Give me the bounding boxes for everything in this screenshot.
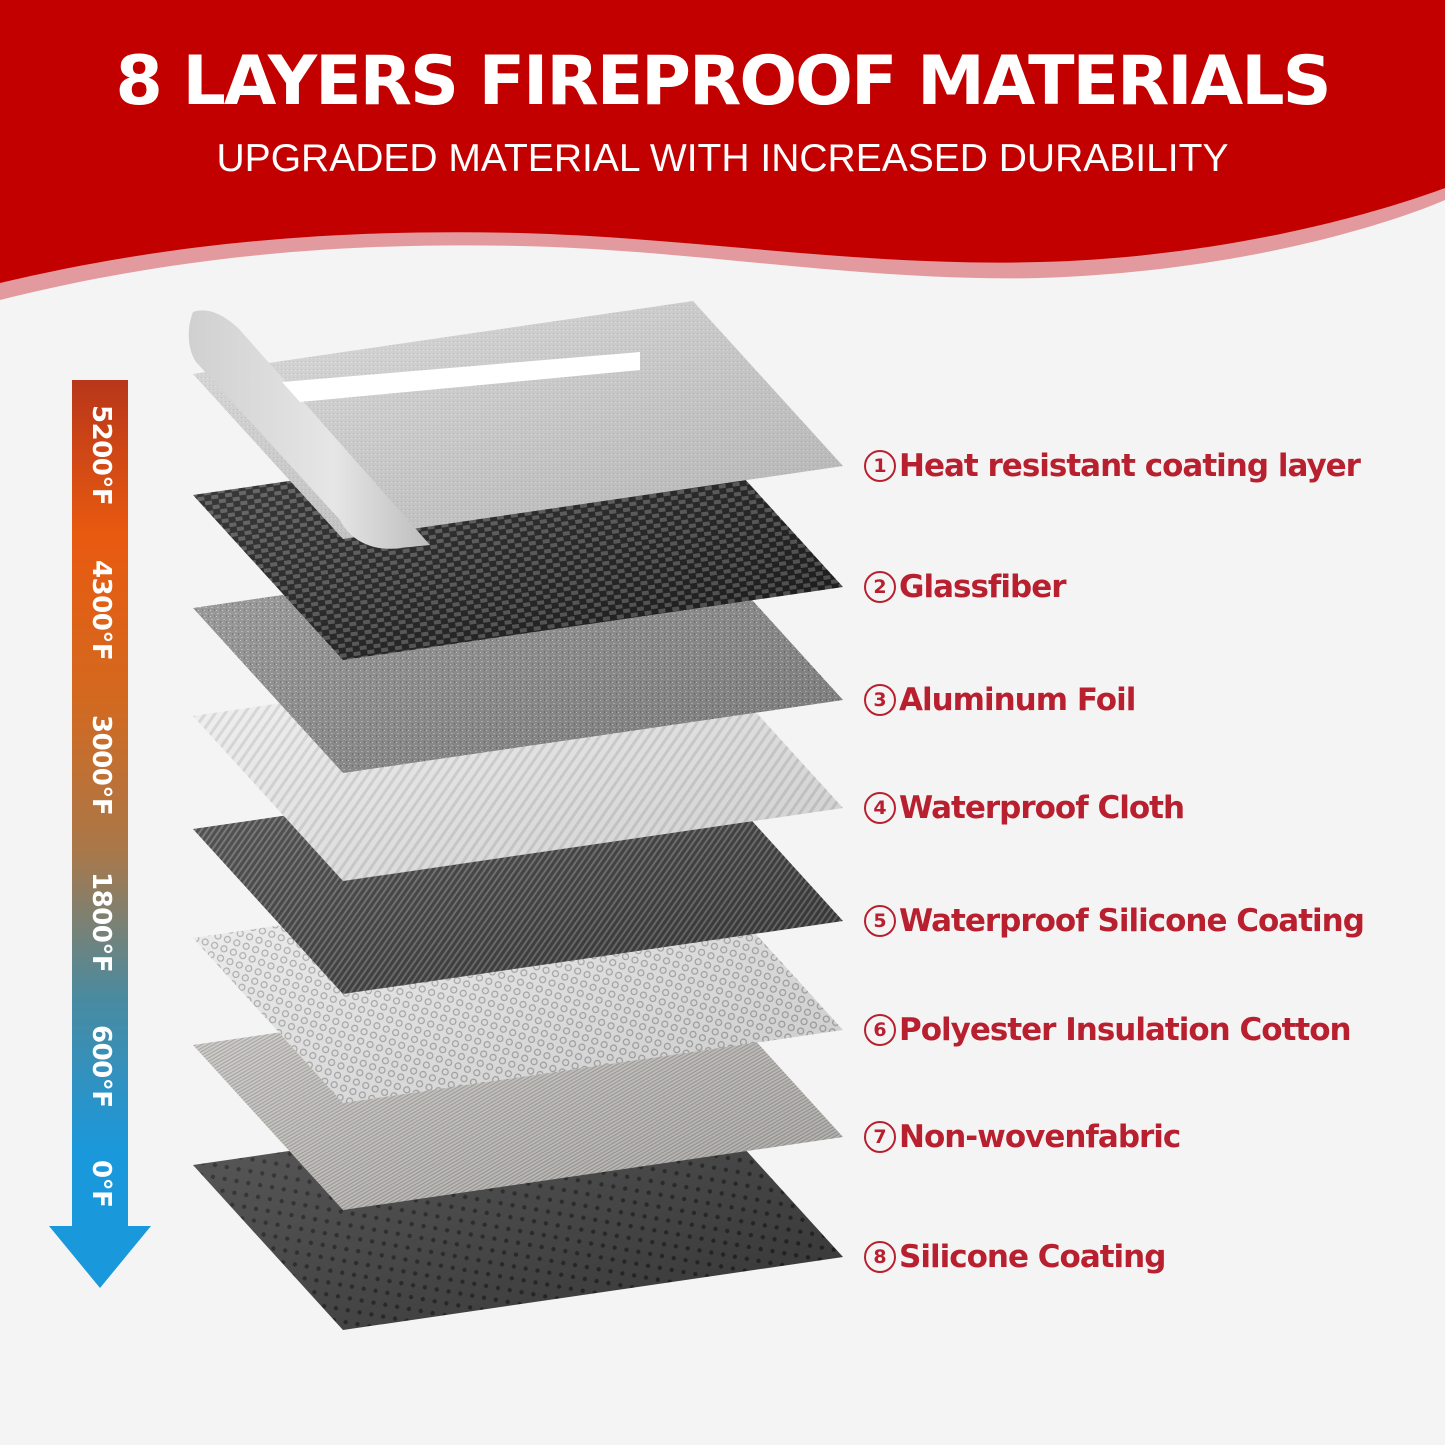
curled-edge <box>188 310 430 549</box>
layer-name: Waterproof Silicone Coating <box>899 903 1365 939</box>
layer-number-badge: 2 <box>864 571 896 603</box>
layer-name: Aluminum Foil <box>899 682 1136 718</box>
banner-red-fill <box>0 0 1445 283</box>
layer-name: Non-wovenfabric <box>899 1119 1181 1155</box>
layer-name: Glassfiber <box>899 569 1067 605</box>
layer-number-badge: 8 <box>864 1241 896 1273</box>
layer-number-badge: 1 <box>864 450 896 482</box>
layer-number-badge: 4 <box>864 792 896 824</box>
layer-number-badge: 7 <box>864 1121 896 1153</box>
layer-number-badge: 6 <box>864 1014 896 1046</box>
layer-name: Heat resistant coating layer <box>899 448 1361 484</box>
layer-number-badge: 5 <box>864 905 896 937</box>
page-title: 8 LAYERS FIREPROOF MATERIALS <box>115 42 1331 121</box>
white-stripe <box>282 352 640 402</box>
header-banner <box>0 0 1445 300</box>
layer-number-badge: 3 <box>864 684 896 716</box>
page-subtitle: UPGRADED MATERIAL WITH INCREASED DURABIL… <box>216 137 1229 180</box>
layer-name: Polyester Insulation Cotton <box>899 1012 1352 1048</box>
temperature-arrow-icon <box>49 380 151 1288</box>
layer-name: Waterproof Cloth <box>899 790 1185 826</box>
layer-sheet-1 <box>188 301 843 549</box>
layer-name: Silicone Coating <box>899 1239 1166 1275</box>
